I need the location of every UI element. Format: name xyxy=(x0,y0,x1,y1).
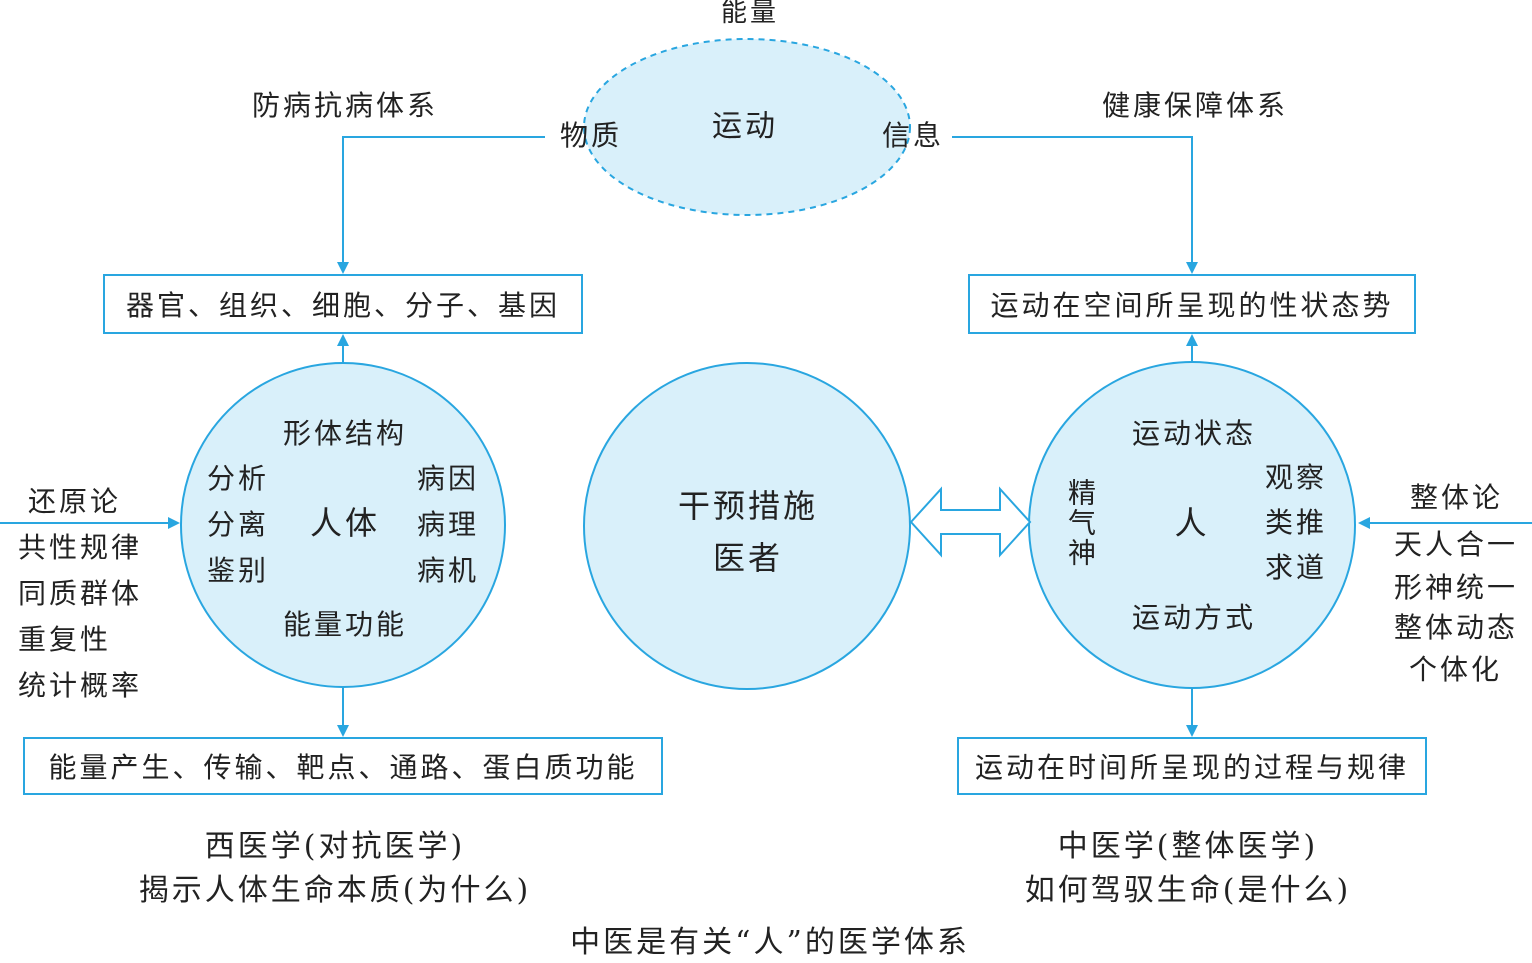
west-bottom-box-text: 能量产生、传输、靶点、通路、蛋白质功能 xyxy=(48,751,638,784)
east-circle-right-1: 观察 xyxy=(1265,461,1328,494)
west-circle-left-2: 分离 xyxy=(207,508,270,541)
west-side-5: 统计概率 xyxy=(18,669,143,702)
footer-caption: 中医是有关“人”的医学体系 xyxy=(570,925,970,960)
energy-ellipse xyxy=(583,38,911,216)
ellipse-left-material: 物质 xyxy=(560,119,623,152)
west-bottom-box: 能量产生、传输、靶点、通路、蛋白质功能 xyxy=(23,737,663,795)
east-circle-top: 运动状态 xyxy=(1131,417,1257,450)
west-top-box-text: 器官、组织、细胞、分子、基因 xyxy=(125,289,560,322)
info-to-east-arrow xyxy=(952,136,1198,274)
center-circle-line1: 干预措施 xyxy=(677,487,819,525)
double-hollow-arrow xyxy=(909,486,1032,558)
west-caption-1: 西医学(对抗医学) xyxy=(204,829,466,864)
east-circle-bottom: 运动方式 xyxy=(1131,601,1257,634)
west-circle-right-3: 病机 xyxy=(417,554,480,587)
west-side-4: 重复性 xyxy=(18,623,112,656)
west-circle-center: 人体 xyxy=(309,504,381,542)
east-side-3: 形神统一 xyxy=(1394,571,1519,604)
west-circle-bottom: 能量功能 xyxy=(282,608,408,641)
west-side-1: 还原论 xyxy=(28,485,122,518)
ellipse-right-information: 信息 xyxy=(882,119,945,152)
west-circle-right-1: 病因 xyxy=(417,462,480,495)
ellipse-center-motion: 运动 xyxy=(712,109,778,144)
west-side-3: 同质群体 xyxy=(18,577,143,610)
east-side-1: 整体论 xyxy=(1410,481,1504,514)
east-circle-right-2: 类推 xyxy=(1265,506,1328,539)
center-circle-line2: 医者 xyxy=(712,539,784,577)
west-top-box: 器官、组织、细胞、分子、基因 xyxy=(103,274,583,334)
east-bottom-box: 运动在时间所呈现的过程与规律 xyxy=(957,737,1427,795)
west-circle-left-3: 鉴别 xyxy=(207,554,270,587)
east-side-4: 整体动态 xyxy=(1394,611,1519,644)
west-circle-left-1: 分析 xyxy=(207,462,270,495)
west-circle-right-2: 病理 xyxy=(417,508,480,541)
east-caption-2: 如何驾驭生命(是什么) xyxy=(1024,873,1352,908)
east-side-5: 个体化 xyxy=(1409,653,1503,686)
ellipse-title-energy: 能量 xyxy=(720,0,780,28)
east-circle-left-vertical: 精气神 xyxy=(1064,478,1097,568)
east-bottom-box-text: 运动在时间所呈现的过程与规律 xyxy=(974,751,1409,784)
east-side-2: 天人合一 xyxy=(1394,528,1519,561)
material-to-west-arrow xyxy=(337,136,545,274)
east-top-box: 运动在空间所呈现的性状态势 xyxy=(968,274,1416,334)
west-caption-2: 揭示人体生命本质(为什么) xyxy=(138,873,532,908)
west-side-2: 共性规律 xyxy=(18,531,143,564)
top-label-right: 健康保障体系 xyxy=(1101,89,1289,122)
east-top-box-text: 运动在空间所呈现的性状态势 xyxy=(990,289,1394,322)
east-circle-center: 人 xyxy=(1174,504,1210,542)
east-caption-1: 中医学(整体医学) xyxy=(1057,829,1319,864)
east-circle-right-3: 求道 xyxy=(1265,551,1328,584)
intervention-circle xyxy=(583,362,911,690)
west-circle-top: 形体结构 xyxy=(282,417,408,450)
top-label-left: 防病抗病体系 xyxy=(251,89,439,122)
